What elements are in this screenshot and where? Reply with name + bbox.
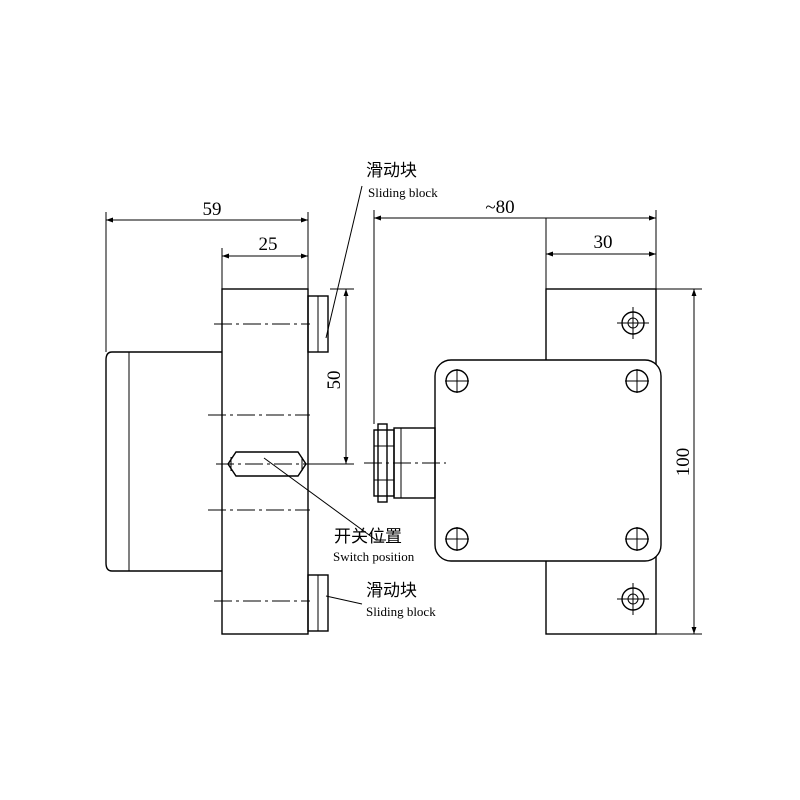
label-slider-top-en: Sliding block [368, 185, 438, 200]
front-view [364, 288, 662, 635]
label-slider-top-cn: 滑动块 [366, 161, 417, 181]
leader-slider-bottom [325, 595, 363, 605]
side-cover-outline [105, 351, 222, 572]
side-view [105, 288, 329, 635]
side-dimensions: 59 25 50 [105, 199, 354, 465]
dimension-right-height: 100 [673, 448, 694, 477]
leader-switch [263, 457, 386, 541]
mounting-hole-bottom [617, 583, 649, 615]
cover-screw-bottom-left [445, 527, 469, 551]
front-dimensions: ~80 30 100 [373, 197, 702, 635]
annotations: 滑动块 Sliding block 开关位置 Switch position 滑… [263, 161, 438, 619]
dimension-right-width: ~80 [485, 197, 514, 218]
mounting-hole-top [617, 307, 649, 339]
dimension-right-inner: 30 [594, 232, 613, 253]
label-switch-cn: 开关位置 [334, 527, 402, 547]
cover-screw-top-left [445, 369, 469, 393]
cover-screw-bottom-right [625, 527, 649, 551]
leader-slider-top [325, 185, 363, 339]
label-switch-en: Switch position [333, 549, 415, 564]
dimension-left-width: 59 [203, 199, 222, 220]
label-slider-bottom-en: Sliding block [366, 604, 436, 619]
dimension-slot-spacing: 50 [324, 371, 345, 390]
front-cover-outline [434, 359, 662, 562]
label-slider-bottom-cn: 滑动块 [366, 581, 417, 601]
side-body-outline [221, 288, 309, 635]
dimension-left-inner: 25 [259, 234, 278, 255]
cover-screw-top-right [625, 369, 649, 393]
